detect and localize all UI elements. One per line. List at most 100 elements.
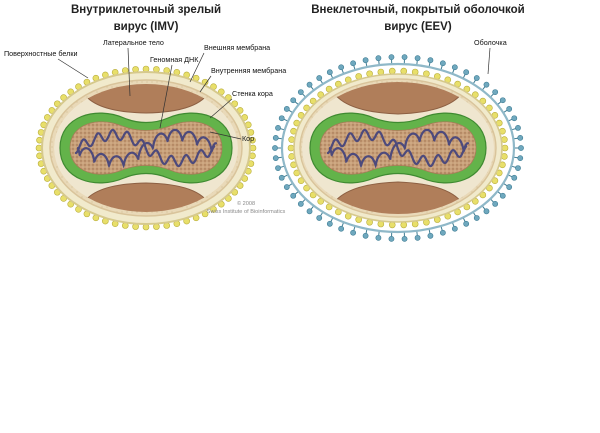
protein-head (350, 60, 357, 67)
label-envelope: Оболочка (474, 38, 507, 47)
protein-blob (309, 97, 317, 105)
credit-institute: Swiss Institute of Bioinformatics (207, 209, 286, 215)
protein-blob (287, 144, 295, 152)
protein-head (401, 54, 408, 61)
protein-head (316, 215, 323, 221)
protein-head (511, 115, 518, 122)
protein-blob (501, 144, 509, 152)
protein-head (427, 57, 434, 64)
protein-head (499, 97, 506, 104)
leader-surface-proteins (57, 58, 89, 79)
protein-head (518, 145, 524, 151)
protein-head (451, 64, 458, 71)
protein-blob (388, 67, 396, 75)
leader-inner-membrane (199, 75, 212, 93)
leader-outer-membrane (189, 52, 205, 83)
envelope-protein-ring (272, 54, 524, 242)
eev-genomic-dna (326, 128, 470, 169)
leader-genomic-dna (159, 64, 173, 129)
protein-head (439, 229, 446, 236)
dna-strand (328, 128, 468, 169)
protein-head (427, 232, 434, 239)
protein-blob (479, 97, 487, 105)
protein-head (483, 81, 490, 88)
leader-envelope (487, 47, 491, 75)
protein-blob (400, 221, 408, 229)
protein-head (275, 165, 281, 171)
protein-head (401, 235, 408, 242)
protein-head (463, 220, 470, 227)
leader-core-wall (209, 98, 233, 119)
label-surface-proteins: Поверхностные белки (4, 49, 78, 58)
protein-blob (388, 221, 396, 229)
protein-head (388, 235, 395, 242)
leader-lateral-body (127, 47, 131, 97)
imv-genomic-dna (74, 128, 218, 169)
protein-head (492, 201, 499, 207)
protein-head (297, 89, 304, 95)
protein-head (483, 208, 490, 215)
dna-strand (326, 128, 470, 168)
label-genomic-dna: Геномная ДНК (150, 55, 199, 64)
protein-head (278, 174, 285, 181)
protein-head (306, 81, 313, 88)
protein-head (515, 125, 521, 131)
protein-head (451, 225, 458, 232)
protein-head (499, 192, 506, 199)
protein-head (338, 64, 345, 71)
protein-head (473, 215, 480, 221)
label-core: Кор (242, 134, 254, 143)
imv-virion (35, 65, 257, 231)
dna-strand (76, 128, 216, 169)
protein-head (326, 69, 333, 76)
protein-head (306, 208, 313, 215)
protein-head (283, 106, 290, 112)
leader-core (209, 131, 242, 140)
label-lateral-body: Латеральное тело (103, 38, 164, 47)
protein-blob (400, 67, 408, 75)
protein-head (362, 232, 369, 239)
protein-head (414, 55, 421, 62)
protein-head (414, 234, 421, 241)
label-inner-membrane: Внутренняя мембрана (211, 66, 286, 75)
protein-head (375, 234, 382, 241)
protein-head (473, 75, 480, 81)
protein-head (290, 97, 297, 104)
protein-head (492, 89, 499, 95)
eev-virion (272, 54, 524, 242)
protein-head (278, 115, 285, 122)
protein-blob (479, 191, 487, 199)
inner-yellow-protein-ring (287, 67, 509, 229)
protein-head (350, 229, 357, 236)
protein-head (506, 106, 513, 112)
protein-head (362, 57, 369, 64)
protein-head (272, 145, 278, 151)
protein-head (506, 184, 513, 190)
protein-head (515, 165, 521, 171)
dna-strand (74, 128, 218, 168)
eev-title-line2: вирус (EEV) (384, 21, 452, 33)
imv-title-line1: Внутриклеточный зрелый (71, 4, 221, 16)
protein-head (463, 69, 470, 76)
eev-title-line1: Внеклеточный, покрытый оболочкой (311, 4, 525, 16)
protein-head (388, 54, 395, 61)
imv-title-line2: вирус (IMV) (114, 21, 179, 33)
protein-head (316, 75, 323, 81)
protein-head (517, 134, 524, 141)
protein-head (275, 125, 281, 131)
label-core-wall: Стенка кора (232, 89, 273, 98)
protein-head (338, 225, 345, 232)
protein-head (272, 155, 279, 162)
protein-blob (309, 191, 317, 199)
credit-year: © 2008 (237, 200, 255, 207)
protein-head (297, 201, 304, 207)
protein-head (283, 184, 290, 190)
label-outer-membrane: Внешняя мембрана (204, 43, 270, 52)
protein-head (290, 192, 297, 199)
protein-head (326, 220, 333, 227)
protein-head (375, 55, 382, 62)
protein-head (517, 155, 524, 162)
protein-head (272, 134, 279, 141)
protein-head (511, 174, 518, 181)
